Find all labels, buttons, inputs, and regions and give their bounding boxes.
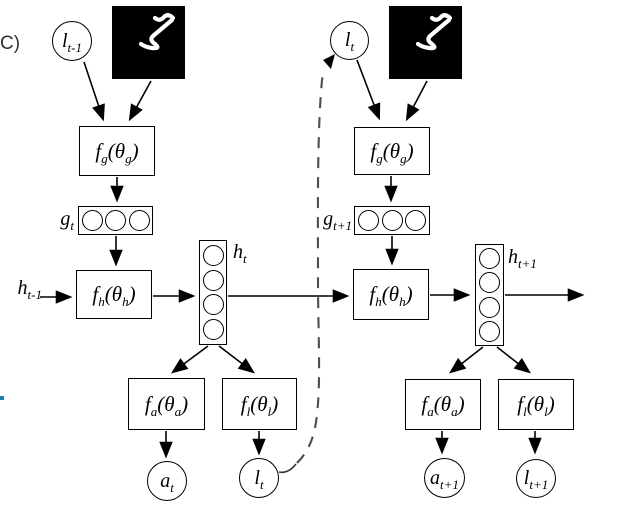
location-input-node: lt-1 <box>52 21 92 61</box>
unit-circle <box>81 210 103 231</box>
unit-circle <box>381 210 403 231</box>
unit-circle <box>479 272 500 294</box>
glimpse-network-box: fg(θg) <box>79 126 155 176</box>
hidden-state-label: ht+1 <box>508 246 537 271</box>
unit-circle <box>479 247 500 269</box>
core-network-box: fh(θh) <box>76 270 152 319</box>
mnist-glimpse-image <box>389 6 462 79</box>
hidden-state-rect <box>199 240 227 345</box>
location-output-node: lt+1 <box>516 459 556 498</box>
action-output-node: at <box>147 461 187 501</box>
glimpse-vector-rect <box>78 206 153 235</box>
location-output-node: lt <box>239 458 279 498</box>
digit-5-glyph <box>138 13 176 51</box>
core-network-box: fh(θh) <box>353 269 429 320</box>
glimpse-vector-label: gt+1 <box>323 208 352 233</box>
glimpse-vector-label: gt <box>60 208 74 233</box>
recurrence-dashed-arrow <box>278 54 335 474</box>
unit-circle <box>202 294 224 316</box>
hidden-input-label: ht-1 <box>17 277 42 302</box>
action-network-box: fa(θa) <box>128 378 205 430</box>
location-network-box: fl(θl) <box>498 379 574 430</box>
digit-5-glyph <box>415 13 453 51</box>
location-input-node: lt <box>330 21 369 60</box>
unit-circle <box>358 210 379 231</box>
hidden-state-rect <box>475 244 504 346</box>
action-output-node: at+1 <box>424 458 465 498</box>
glimpse-vector-rect <box>354 206 430 235</box>
location-network-box: fl(θl) <box>222 378 297 430</box>
edge-tick <box>0 396 4 400</box>
unit-circle <box>202 245 224 267</box>
action-network-box: fa(θa) <box>405 379 481 430</box>
unit-circle <box>405 210 426 231</box>
unit-circle <box>479 296 500 318</box>
unit-circle <box>202 318 224 340</box>
unit-circle <box>128 210 150 231</box>
hidden-state-label: ht <box>233 241 247 266</box>
glimpse-network-box: fg(θg) <box>354 127 430 175</box>
unit-circle <box>105 210 126 231</box>
mnist-glimpse-image <box>112 6 185 79</box>
panel-label: C) <box>0 33 21 54</box>
unit-circle <box>202 269 224 291</box>
unit-circle <box>479 321 500 343</box>
